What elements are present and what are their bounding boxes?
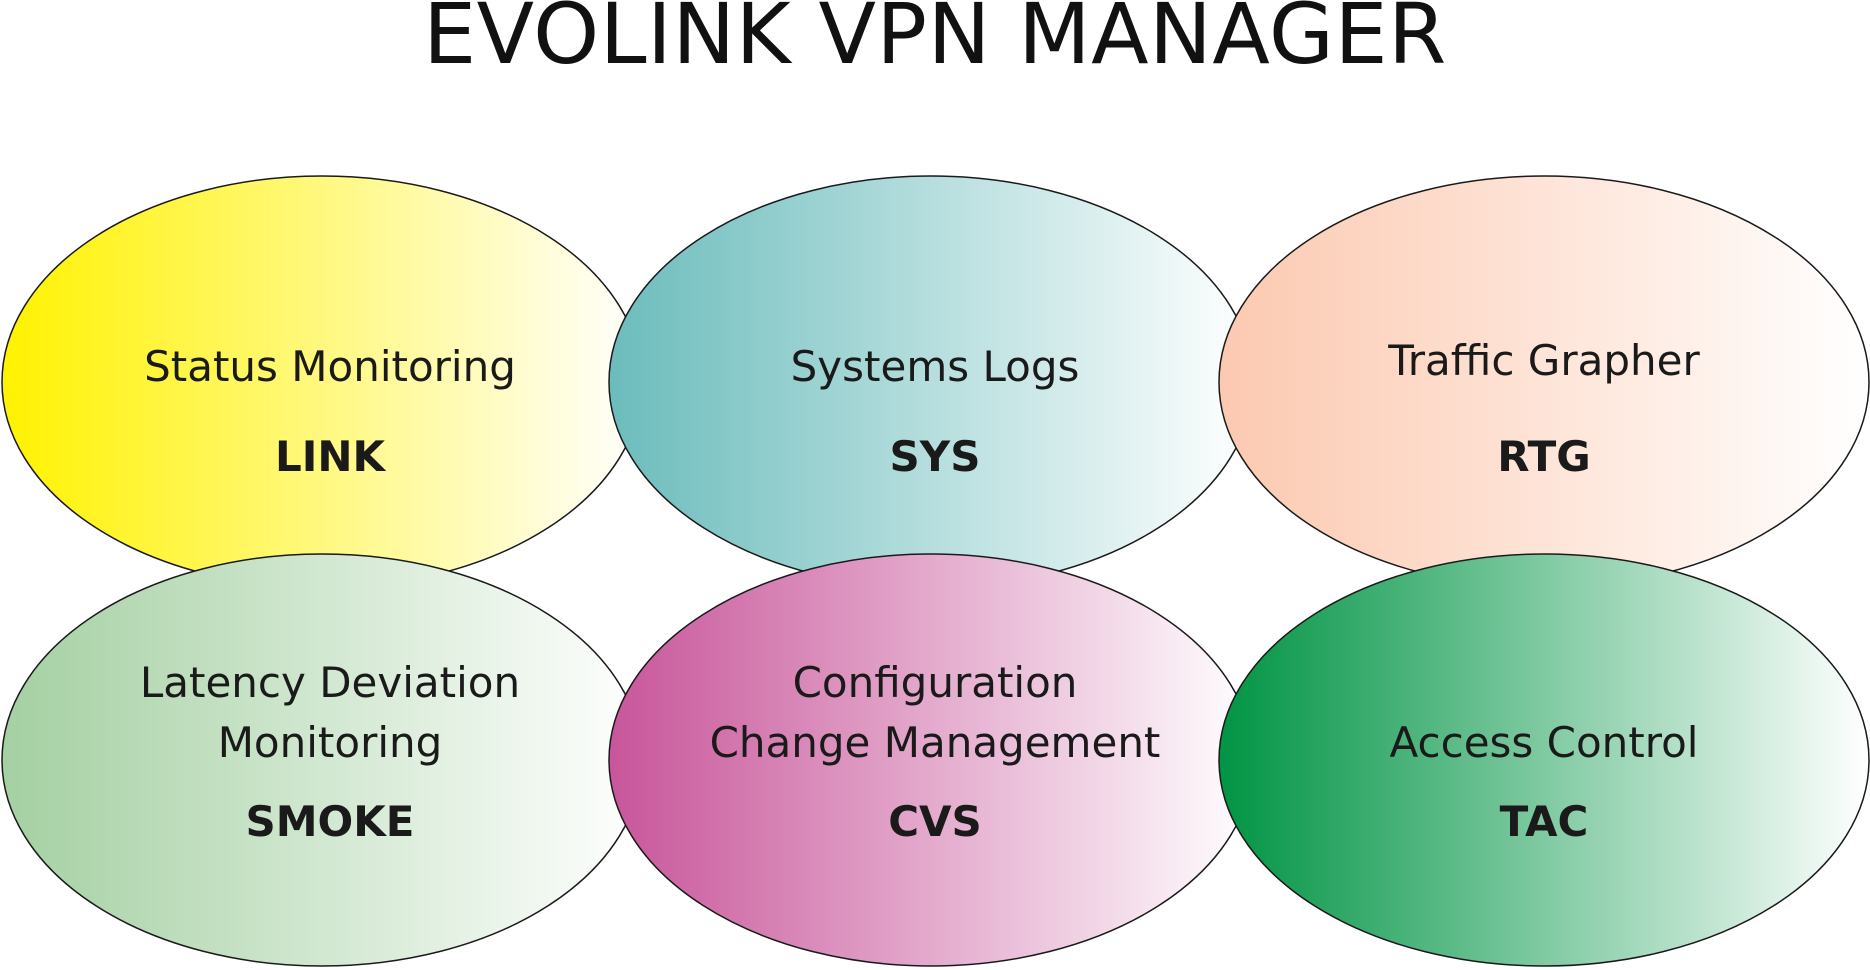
module-code: TAC bbox=[1500, 797, 1589, 846]
module-status-monitoring: Status Monitoring LINK bbox=[1, 175, 643, 589]
module-name-line-1: Latency Deviation bbox=[140, 658, 520, 707]
module-code: SYS bbox=[890, 432, 981, 481]
module-latency-deviation-monitoring: Latency Deviation Monitoring SMOKE bbox=[1, 553, 643, 967]
module-name-line-2: Monitoring bbox=[218, 718, 443, 767]
module-name-line-2: Change Management bbox=[710, 718, 1161, 767]
module-name: Access Control bbox=[1390, 718, 1699, 767]
module-name-line-1: Configuration bbox=[793, 658, 1078, 707]
module-code: SMOKE bbox=[246, 797, 415, 846]
module-code: LINK bbox=[275, 432, 387, 481]
module-ellipse bbox=[1218, 553, 1870, 967]
module-code: RTG bbox=[1497, 432, 1591, 481]
module-code: CVS bbox=[888, 797, 982, 846]
module-configuration-change-management: Configuration Change Management CVS bbox=[608, 553, 1254, 967]
page-title: EVOLINK VPN MANAGER bbox=[423, 0, 1447, 83]
module-name: Traffic Grapher bbox=[1387, 336, 1700, 385]
module-access-control: Access Control TAC bbox=[1218, 553, 1870, 967]
module-traffic-grapher: Traffic Grapher RTG bbox=[1218, 175, 1870, 589]
module-systems-logs: Systems Logs SYS bbox=[608, 175, 1254, 589]
module-name: Status Monitoring bbox=[144, 342, 516, 391]
module-name: Systems Logs bbox=[791, 342, 1080, 391]
